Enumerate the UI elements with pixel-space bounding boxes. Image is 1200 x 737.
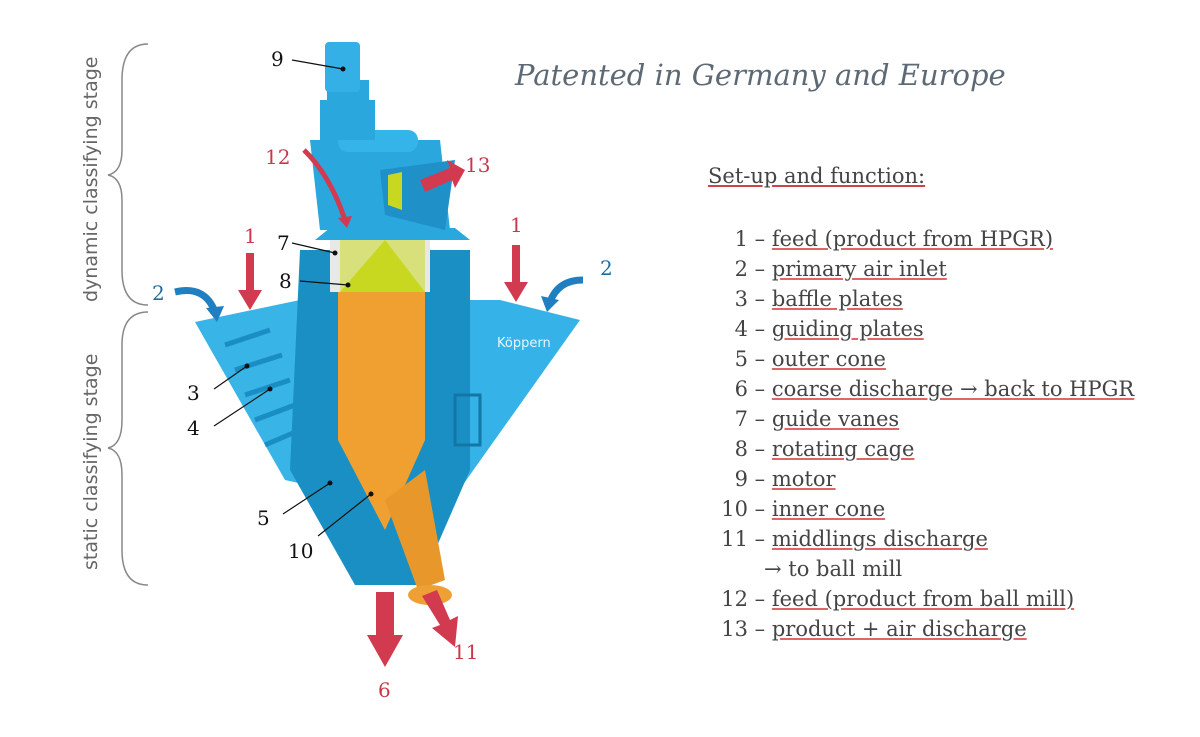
callout-13: 13 (465, 153, 490, 177)
callout-2-right: 2 (600, 256, 613, 280)
legend-number: 6 (734, 377, 748, 401)
legend-item: 4 – guiding plates (710, 314, 1134, 344)
legend-text: product + air discharge (771, 617, 1027, 641)
brand-logo: Köppern (497, 336, 551, 351)
legend-item: 10 – inner cone (710, 494, 1134, 524)
callout-2-left: 2 (152, 281, 165, 305)
legend-number: 4 (734, 317, 748, 341)
callout-1-left: 1 (244, 224, 257, 248)
middlings-arrow (422, 590, 458, 647)
callout-3: 3 (187, 381, 200, 405)
callout-7: 7 (277, 231, 290, 255)
legend-item: 8 – rotating cage (710, 434, 1134, 464)
legend-text: inner cone (771, 497, 886, 521)
legend-item: 9 – motor (710, 464, 1134, 494)
legend-item: 2 – primary air inlet (710, 254, 1134, 284)
callout-9: 9 (271, 47, 284, 71)
dynamic-stage-bracket (107, 43, 149, 306)
legend-number: 11 (721, 527, 748, 551)
callout-5: 5 (257, 506, 270, 530)
flow-arrows (238, 160, 528, 667)
callout-11: 11 (453, 640, 478, 664)
legend-item: 5 – outer cone (710, 344, 1134, 374)
callout-6: 6 (378, 678, 391, 702)
legend-heading: Set-up and function: (708, 164, 926, 188)
air-inlet-arrow-right (546, 276, 584, 304)
callout-1-right: 1 (510, 213, 523, 237)
legend-item: 13 – product + air discharge (710, 614, 1134, 644)
legend-item: 12 – feed (product from ball mill) (710, 584, 1134, 614)
legend-text: coarse discharge → back to HPGR (771, 377, 1135, 401)
legend-item: 7 – guide vanes (710, 404, 1134, 434)
legend-text: outer cone (771, 347, 886, 371)
legend-item: 3 – baffle plates (710, 284, 1134, 314)
coarse-discharge-arrow (367, 592, 403, 667)
callout-4: 4 (187, 416, 200, 440)
legend-text: feed (product from HPGR) (771, 227, 1054, 251)
callout-10: 10 (288, 539, 313, 563)
product-discharge-arrow (420, 160, 465, 192)
legend-text: primary air inlet (771, 257, 947, 281)
legend-text: rotating cage (771, 437, 915, 461)
legend-text: feed (product from ball mill) (771, 587, 1075, 611)
leader-lines (213, 59, 372, 537)
legend-text: guiding plates (771, 317, 924, 341)
legend-text: middlings discharge (771, 527, 988, 551)
legend-number: 13 (721, 617, 748, 641)
baffle-plates (224, 327, 301, 448)
legend-item-continuation: → to ball mill (764, 557, 903, 581)
legend-number: 3 (734, 287, 748, 311)
page-title: Patented in Germany and Europe (515, 58, 1006, 92)
legend-number: 10 (721, 497, 748, 521)
callout-8: 8 (279, 269, 292, 293)
legend-item: 6 – coarse discharge → back to HPGR (710, 374, 1135, 404)
feed-arrow-ball-mill (302, 148, 348, 221)
static-stage-bracket (107, 311, 149, 586)
legend-text: motor (771, 467, 836, 491)
legend-list: 1 – feed (product from HPGR)2 – primary … (710, 224, 1134, 644)
legend-number: 12 (721, 587, 748, 611)
legend-number: 5 (734, 347, 748, 371)
feed-arrow-left (238, 253, 262, 310)
legend-item: 11 – middlings discharge (710, 524, 1134, 554)
legend-number: 7 (734, 407, 748, 431)
legend-item: 1 – feed (product from HPGR) (710, 224, 1134, 254)
legend-number: 1 (734, 227, 748, 251)
legend-number: 8 (734, 437, 748, 461)
legend-number: 2 (734, 257, 748, 281)
legend-text: guide vanes (771, 407, 900, 431)
feed-arrow-right (504, 245, 528, 302)
callout-12: 12 (265, 145, 290, 169)
inner-cone (338, 290, 425, 530)
legend-text: baffle plates (771, 287, 903, 311)
legend-number: 9 (734, 467, 748, 491)
